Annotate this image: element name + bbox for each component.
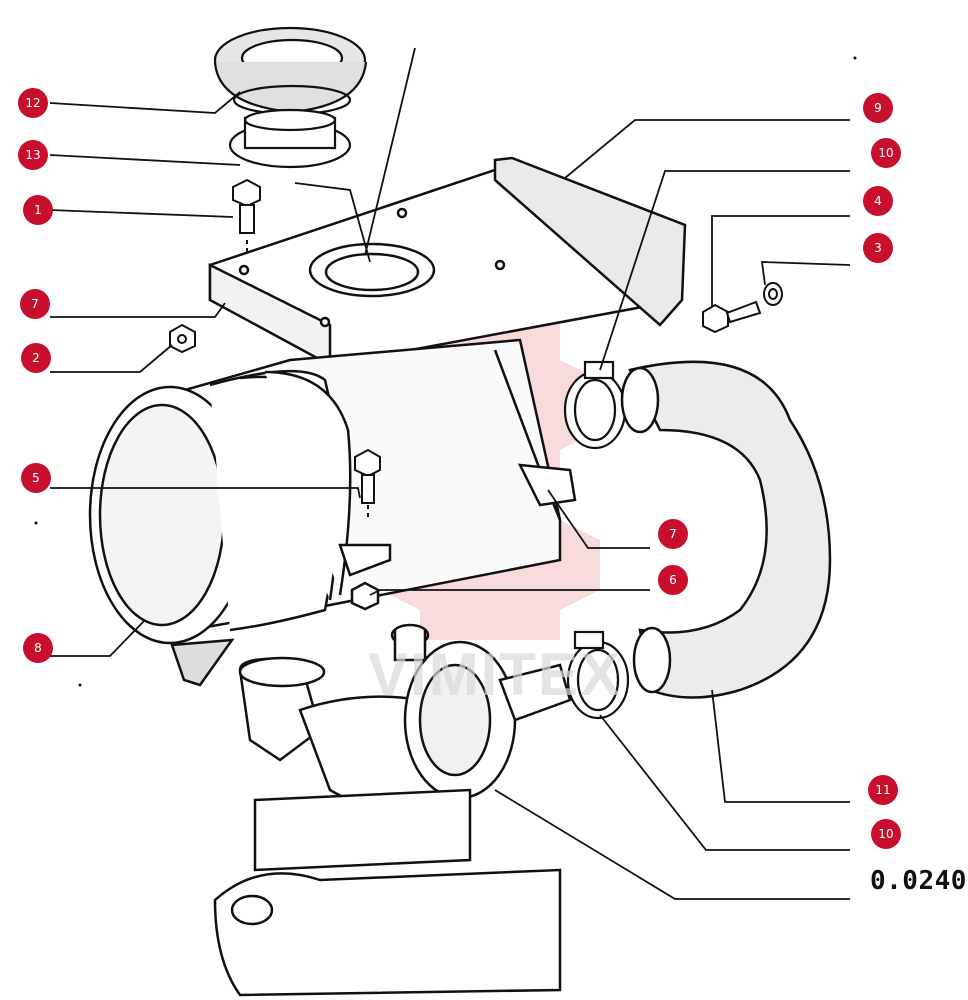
svg-text:7: 7: [31, 297, 39, 311]
callout-8: 8: [23, 633, 53, 663]
hose-clamp-lower: [566, 630, 630, 720]
intake-sleeve: [228, 108, 352, 169]
svg-text:1: 1: [34, 203, 42, 217]
svg-text:11: 11: [875, 783, 890, 797]
svg-text:8: 8: [34, 641, 42, 655]
svg-text:12: 12: [25, 96, 40, 110]
callout-3: 3: [863, 233, 893, 263]
svg-text:10: 10: [878, 146, 893, 160]
washer-3: [763, 282, 783, 306]
svg-text:9: 9: [874, 101, 882, 115]
rubber-hose: [620, 360, 832, 699]
air-filter-canister: [88, 338, 577, 687]
scan-specks: [34, 56, 857, 687]
callout-7-right: 7: [658, 519, 688, 549]
watermark-text: VIMITEX: [368, 641, 623, 708]
callout-6: 6: [658, 565, 688, 595]
callout-4: 4: [863, 186, 893, 216]
callout-11: 11: [868, 775, 898, 805]
intake-housing: [208, 156, 687, 368]
hose-clamp-upper: [563, 360, 627, 450]
callout-9: 9: [863, 93, 893, 123]
gasket-ring: [213, 26, 368, 116]
svg-text:3: 3: [874, 241, 882, 255]
svg-text:10: 10: [878, 827, 893, 841]
callout-10-lower: 10: [871, 819, 901, 849]
svg-text:7: 7: [669, 527, 677, 541]
callout-1: 1: [23, 195, 53, 225]
callouts: 12 13 1 7 2 5 8 9 10 4 3 7 6 11 10: [18, 88, 901, 849]
callout-5: 5: [21, 463, 51, 493]
nut-2: [169, 323, 196, 354]
turbocharger: [213, 623, 572, 997]
callout-13: 13: [18, 140, 48, 170]
svg-text:13: 13: [25, 148, 40, 162]
bolt-1: [232, 178, 261, 265]
leader-lines: [49, 47, 851, 900]
svg-text:4: 4: [874, 194, 882, 208]
bolt-4: [702, 300, 762, 334]
svg-text:2: 2: [32, 351, 40, 365]
bolt-5: [354, 448, 381, 520]
callout-12: 12: [18, 88, 48, 118]
svg-text:5: 5: [32, 471, 40, 485]
callout-7-left: 7: [20, 289, 50, 319]
svg-text:6: 6: [669, 573, 677, 587]
callout-10-upper: 10: [871, 138, 901, 168]
figure-code: 0.0240: [870, 866, 967, 896]
callout-2: 2: [21, 343, 51, 373]
